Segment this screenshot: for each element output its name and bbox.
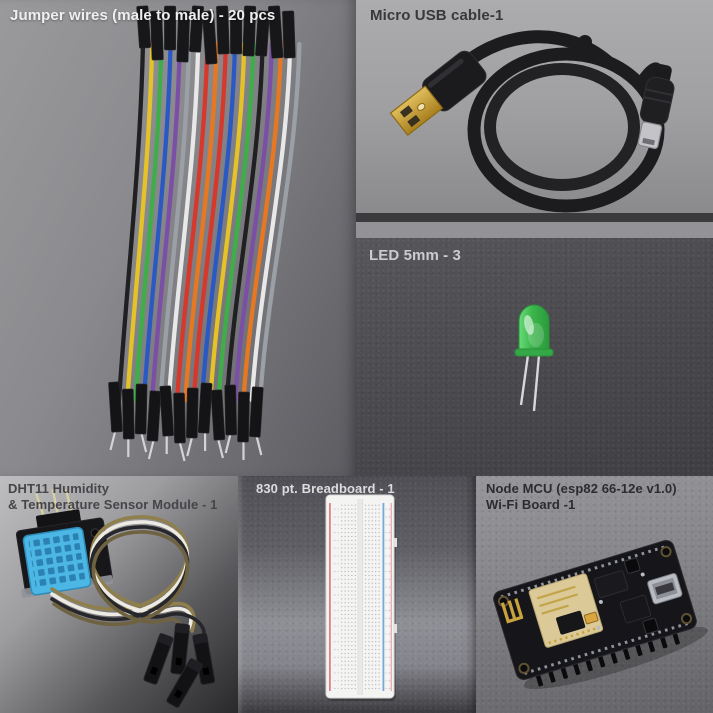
flash-button: [624, 557, 641, 574]
center-channel: [358, 499, 363, 695]
breadboard: [325, 494, 397, 701]
nodemcu-label-line1: Node MCU (esp82 66-12e v1.0): [486, 481, 677, 496]
nodemcu-label-line2: Wi-Fi Board -1: [486, 497, 576, 513]
dht11-label-line1: DHT11 Humidity: [8, 481, 110, 496]
blue-rail-line: [382, 503, 385, 691]
breadboard-photo: [325, 494, 397, 701]
nodemcu-board: [493, 540, 708, 690]
panel-usb-cable: Micro USB cable-1: [356, 0, 713, 238]
cable-coil: [457, 30, 665, 213]
micro-usb-connector: [637, 64, 675, 150]
reset-button: [642, 617, 659, 635]
esp8266-module: [528, 573, 604, 648]
led-label: LED 5mm - 3: [369, 247, 461, 264]
usb-cable-label: Micro USB cable-1: [370, 7, 504, 24]
pad-row-top: [500, 545, 666, 599]
panel-nodemcu: Node MCU (esp82 66-12e v1.0) Wi-Fi Board…: [476, 476, 713, 713]
dht11-label: DHT11 Humidity & Temperature Sensor Modu…: [8, 481, 217, 514]
pad-row-bottom: [524, 621, 690, 675]
antenna-traces: [500, 598, 524, 624]
nodemcu-photo: [493, 540, 708, 690]
dht11-label-line2: & Temperature Sensor Module - 1: [8, 497, 218, 513]
panel-breadboard: 830 pt. Breadboard - 1: [238, 476, 476, 713]
table-edge-light: [356, 222, 713, 238]
dht11-module: [15, 488, 113, 598]
jumper-wires-label: Jumper wires (male to male) - 20 pcs: [10, 7, 276, 24]
usb-a-connector: [389, 50, 487, 137]
breadboard-label: 830 pt. Breadboard - 1: [256, 481, 395, 496]
top-connectors: [136, 5, 296, 65]
led-leg-left: [519, 354, 530, 406]
regulator-chip: [593, 570, 629, 599]
panel-led: LED 5mm - 3: [356, 238, 713, 476]
usb-cable-photo: [389, 30, 675, 213]
panel-jumper-wires: Jumper wires (male to male) - 20 pcs: [0, 0, 356, 476]
led-leg-right: [532, 354, 541, 412]
panel-dht11: DHT11 Humidity & Temperature Sensor Modu…: [0, 476, 238, 713]
usb-uart-chip: [619, 594, 652, 624]
wire-bundle: [116, 41, 302, 403]
cable-tie: [578, 35, 592, 49]
red-rail-line: [329, 503, 331, 691]
jumper-wires-photo: [108, 5, 302, 462]
green-led: [514, 304, 554, 412]
table-edge-dark: [356, 213, 713, 222]
nodemcu-label: Node MCU (esp82 66-12e v1.0) Wi-Fi Board…: [486, 481, 677, 514]
sensor-wires: [50, 515, 206, 656]
led-photo: [514, 304, 554, 412]
yellow-capacitor: [583, 611, 599, 625]
micro-usb-port: [647, 573, 683, 605]
female-connectors: [143, 623, 216, 708]
bottom-connectors-and-pins: [108, 381, 264, 462]
dht11-photo: [15, 488, 216, 708]
